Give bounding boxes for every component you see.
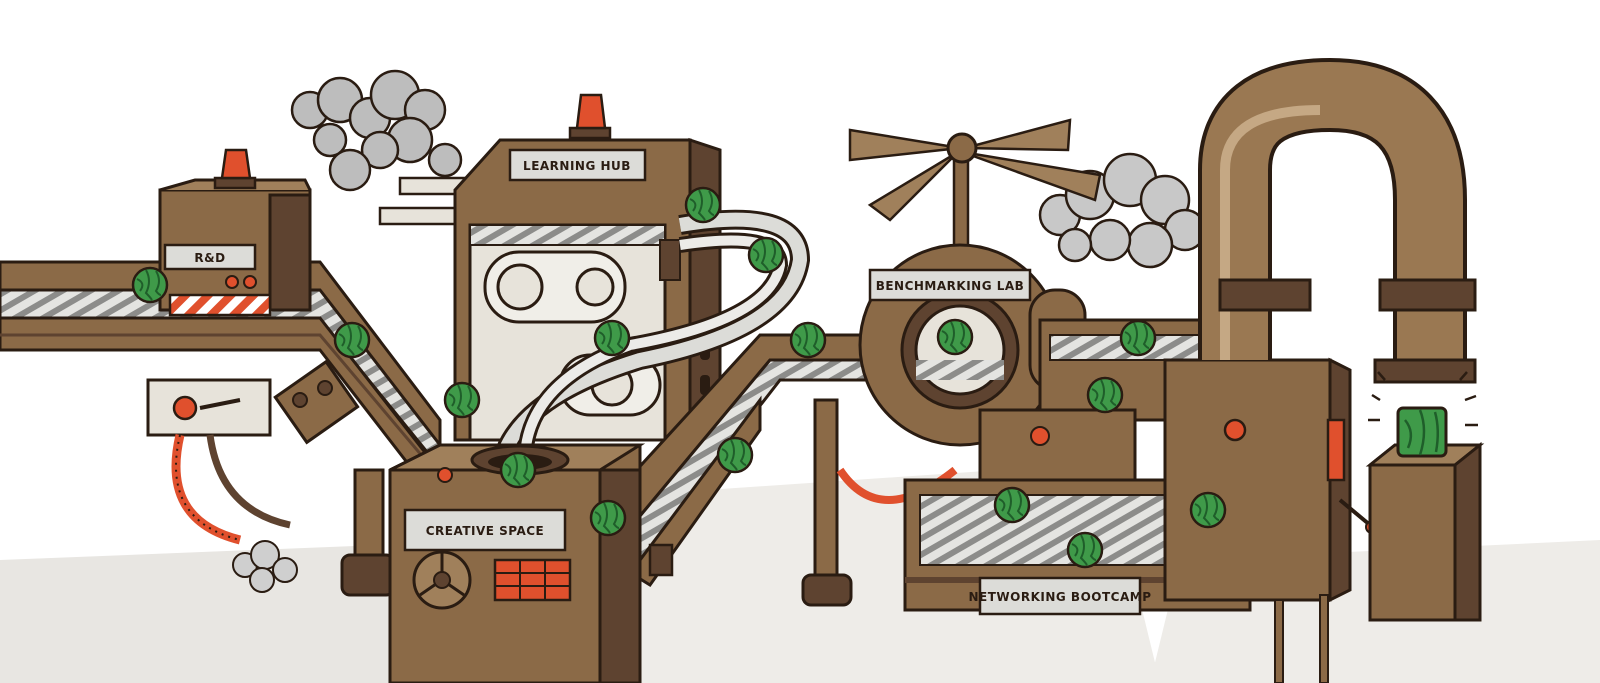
watermelon-icon [443, 381, 481, 419]
propeller-icon [848, 118, 1102, 252]
watermelon-icon [499, 451, 537, 489]
watermelon-icon [589, 499, 627, 537]
rnd-machine: R&D [146, 178, 312, 545]
watermelon-icon [1119, 319, 1157, 357]
learning-hub-machine: Learning Hub [453, 137, 722, 453]
watermelon-icon [993, 486, 1031, 524]
curved-pipe-icon [1198, 57, 1477, 384]
watermelon-icon [716, 436, 754, 474]
beacon-light-icon [568, 93, 612, 140]
learning-hub-label: Learning Hub [523, 159, 631, 173]
watermelon-icon [789, 321, 827, 359]
watermelon-icon [1066, 531, 1104, 569]
networking-bootcamp-label: Networking Bootcamp [968, 590, 1151, 604]
smoke-cloud-icon [232, 540, 298, 593]
smoke-cloud-icon [1038, 152, 1207, 269]
watermelon-icon [684, 186, 722, 224]
rnd-label: R&D [194, 251, 225, 265]
watermelon-icon [1189, 491, 1227, 529]
watermelon-icon [936, 318, 974, 356]
watermelon-icon [593, 319, 631, 357]
conveyor-left [0, 260, 472, 597]
watermelon-icon [747, 236, 785, 274]
benchmarking-lab-label: Benchmarking Lab [876, 279, 1025, 293]
watermelon-icon [1086, 376, 1124, 414]
watermelon-icon [333, 321, 371, 359]
output-pedestal [1365, 441, 1485, 622]
cube-watermelon-icon [1368, 371, 1478, 458]
beacon-light-icon [213, 148, 257, 190]
creative-space-label: Creative Space [426, 524, 545, 538]
watermelon-icon [131, 266, 169, 304]
smoke-cloud-icon [290, 69, 463, 192]
